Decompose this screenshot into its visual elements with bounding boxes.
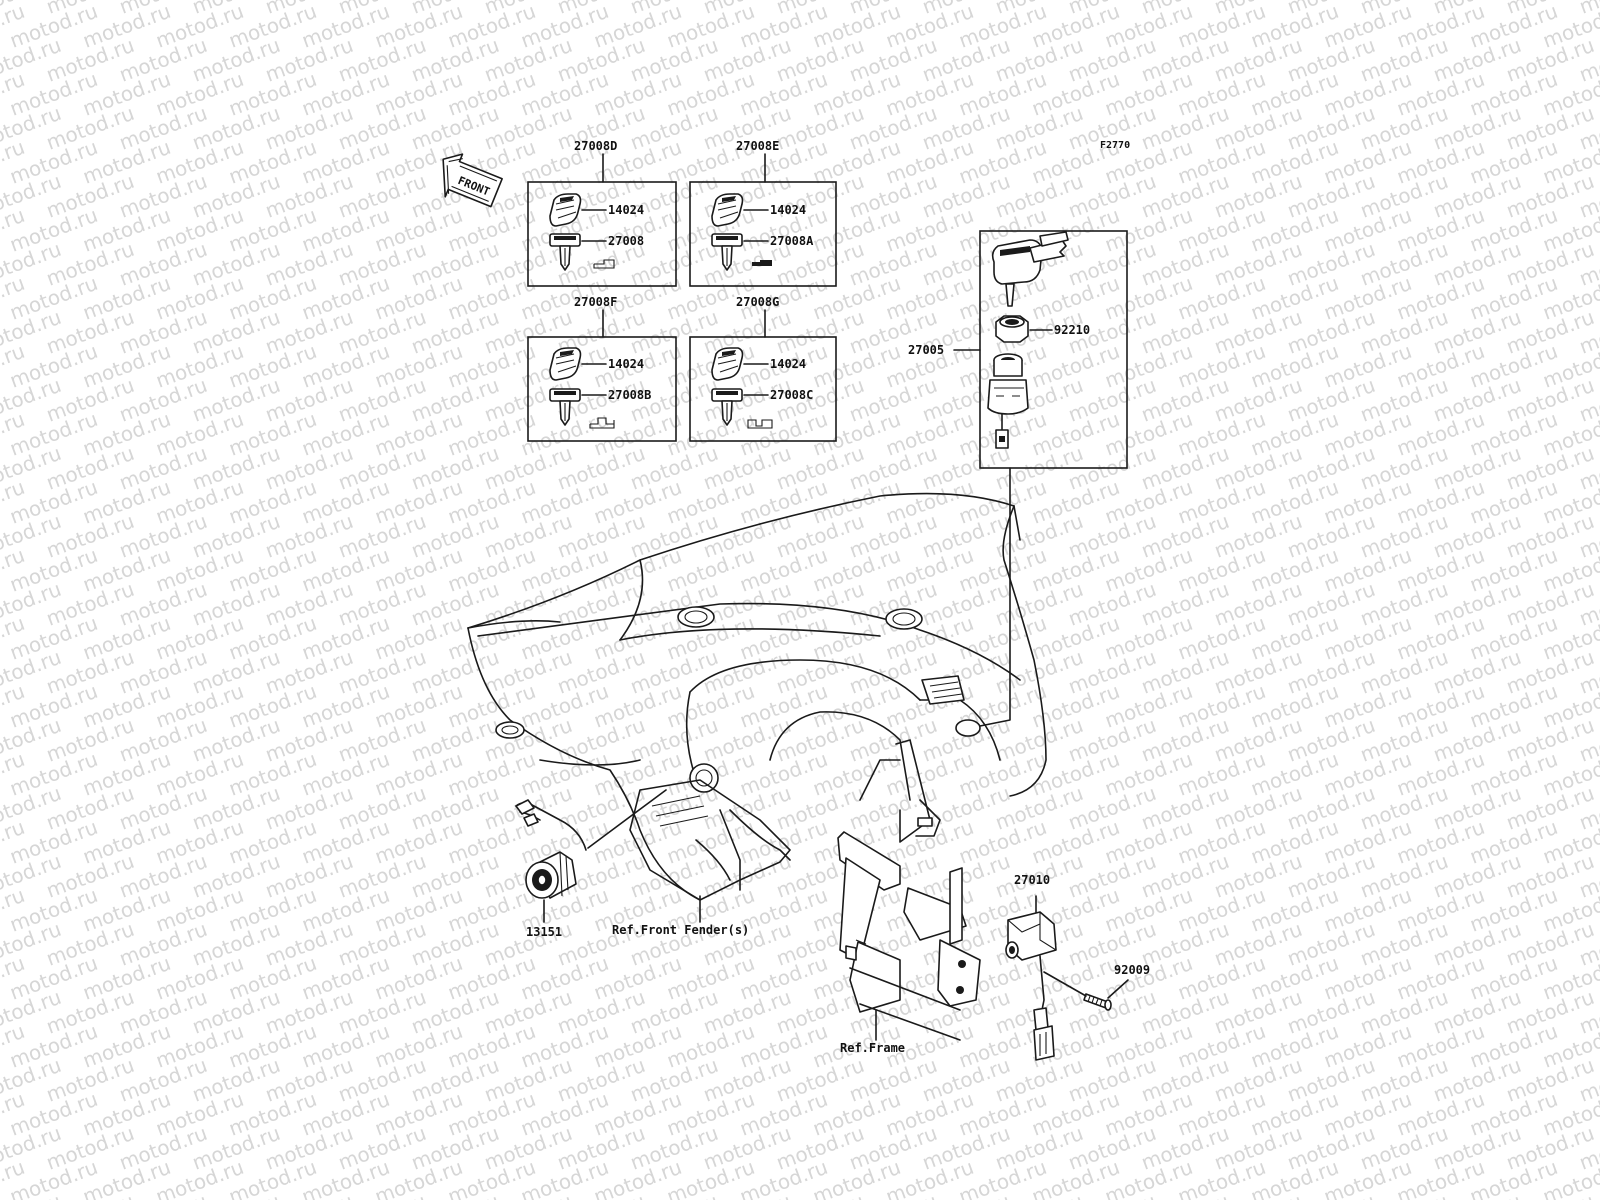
switch-part-number: 27010 [1014,873,1050,887]
cap-part-number: 14024 [608,357,644,371]
cap-part-number: 14024 [770,357,806,371]
grommet-icon [885,608,923,630]
nut-icon [995,315,1029,343]
kit-label: 27008F [574,295,617,309]
socket-hole-icon [689,763,719,793]
screw-part-number: 92009 [1114,963,1150,977]
key-cap-icon [549,347,582,381]
key-part-number: 27008C [770,388,813,402]
frame-reference: Ref.Frame [840,1041,905,1055]
key-part-number: 27008A [770,234,814,248]
kit-label: 27008D [574,139,617,153]
assembly-part-number: 27005 [908,343,944,357]
key-part-number: 27008B [608,388,651,402]
front-fender-reference: Ref.Front Fender(s) [612,923,749,937]
vent-icon [921,675,965,705]
grommet-icon [677,606,715,628]
watermark-text: motod.ru [1576,0,1600,19]
key-part-number: 27008 [608,234,644,248]
kit-label: 27008E [736,139,779,153]
nut-part-number: 92210 [1054,323,1090,337]
figure-id: F2770 [1100,140,1130,151]
socket-part-number: 13151 [526,925,562,939]
kit-label: 27008G [736,295,779,309]
cap-part-number: 14024 [770,203,806,217]
cap-part-number: 14024 [608,203,644,217]
grommet-icon [495,721,525,739]
